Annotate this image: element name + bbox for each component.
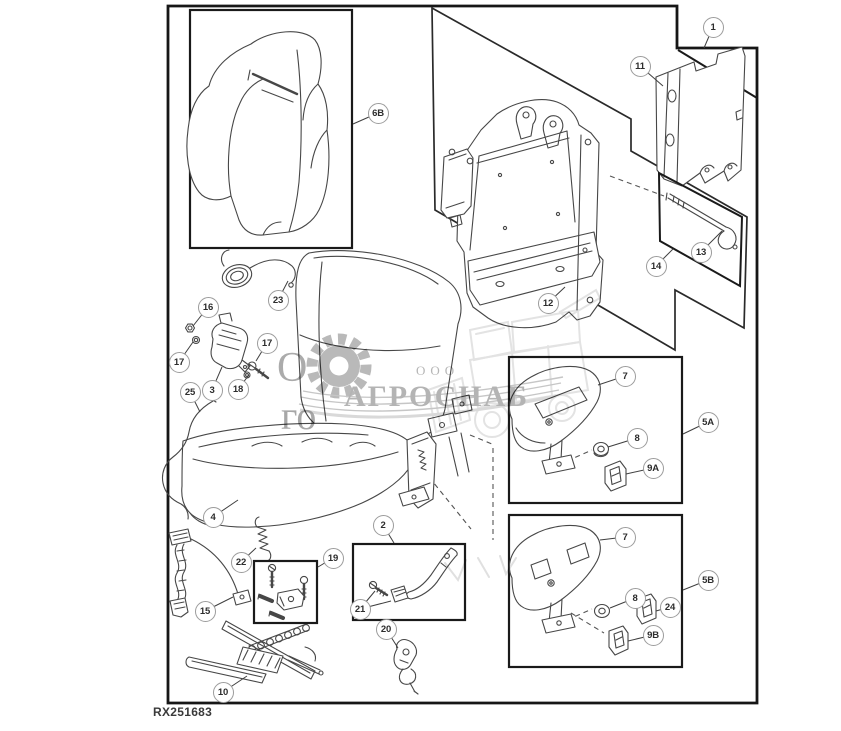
callout-6B[interactable]: 6B (367, 102, 389, 124)
hardware-box-19 (252, 559, 319, 625)
callout-3[interactable]: 3 (201, 379, 223, 401)
callout-12[interactable]: 12 (537, 292, 559, 314)
inset-box-6b (186, 8, 354, 250)
callout-4[interactable]: 4 (202, 506, 224, 528)
callout-21[interactable]: 21 (349, 598, 371, 620)
backrest-cover-drawing (186, 31, 330, 236)
callout-1[interactable]: 1 (702, 16, 724, 38)
callout-9A[interactable]: 9A (642, 457, 664, 479)
backrest-frame-drawing-12 (440, 99, 604, 329)
callout-7[interactable]: 7 (614, 365, 636, 387)
callout-15[interactable]: 15 (194, 600, 216, 622)
callout-14[interactable]: 14 (645, 255, 667, 277)
armrest-drawing-a (508, 366, 601, 475)
callout-8[interactable]: 8 (624, 587, 646, 609)
bolt-drawing-21 (368, 580, 409, 603)
callout-10[interactable]: 10 (212, 681, 234, 703)
callout-17[interactable]: 17 (256, 332, 278, 354)
callout-22[interactable]: 22 (230, 551, 252, 573)
callout-16[interactable]: 16 (197, 296, 219, 318)
callout-25[interactable]: 25 (179, 381, 201, 403)
callout-7[interactable]: 7 (614, 526, 636, 548)
armrest-box-5a (507, 355, 684, 505)
nut-drawing-16 (184, 323, 196, 333)
harness-drawing-15 (168, 528, 252, 618)
callout-18[interactable]: 18 (227, 378, 249, 400)
callout-24[interactable]: 24 (659, 596, 681, 618)
lever-drawing (405, 547, 458, 600)
callout-19[interactable]: 19 (322, 547, 344, 569)
callout-11[interactable]: 11 (629, 55, 651, 77)
side-bracket (440, 148, 474, 219)
nut-drawing-b (593, 603, 611, 619)
callout-5B[interactable]: 5B (697, 569, 719, 591)
screw-drawing-17 (247, 361, 270, 380)
callout-8[interactable]: 8 (626, 427, 648, 449)
callout-9B[interactable]: 9B (642, 624, 664, 646)
switch-drawing-9b (608, 625, 629, 656)
callout-23[interactable]: 23 (267, 289, 289, 311)
relay-drawing-3 (210, 312, 251, 373)
back-panel-drawing-11 (655, 46, 746, 187)
callout-20[interactable]: 20 (375, 618, 397, 640)
seat-cushion-drawing (181, 422, 437, 528)
callout-2[interactable]: 2 (372, 514, 394, 536)
callout-17[interactable]: 17 (168, 351, 190, 373)
rod-box (657, 171, 744, 288)
nut-drawing-a (592, 441, 610, 458)
pivot-rod-drawing-13 (665, 192, 738, 250)
figure-code: RX251683 (153, 705, 213, 719)
armrest-box-5b (507, 513, 684, 669)
callout-13[interactable]: 13 (690, 241, 712, 263)
switch-drawing-9a (604, 460, 627, 492)
brand-mark (251, 72, 299, 96)
coil-cable-drawing-23 (220, 249, 296, 288)
armrest-drawing-b (508, 525, 601, 634)
washer-drawing-17 (191, 335, 201, 345)
connector-drawing-20 (393, 639, 419, 695)
track-drawing-10 (185, 620, 324, 684)
callout-5A[interactable]: 5A (697, 411, 719, 433)
hardware-drawing-19 (257, 563, 309, 620)
